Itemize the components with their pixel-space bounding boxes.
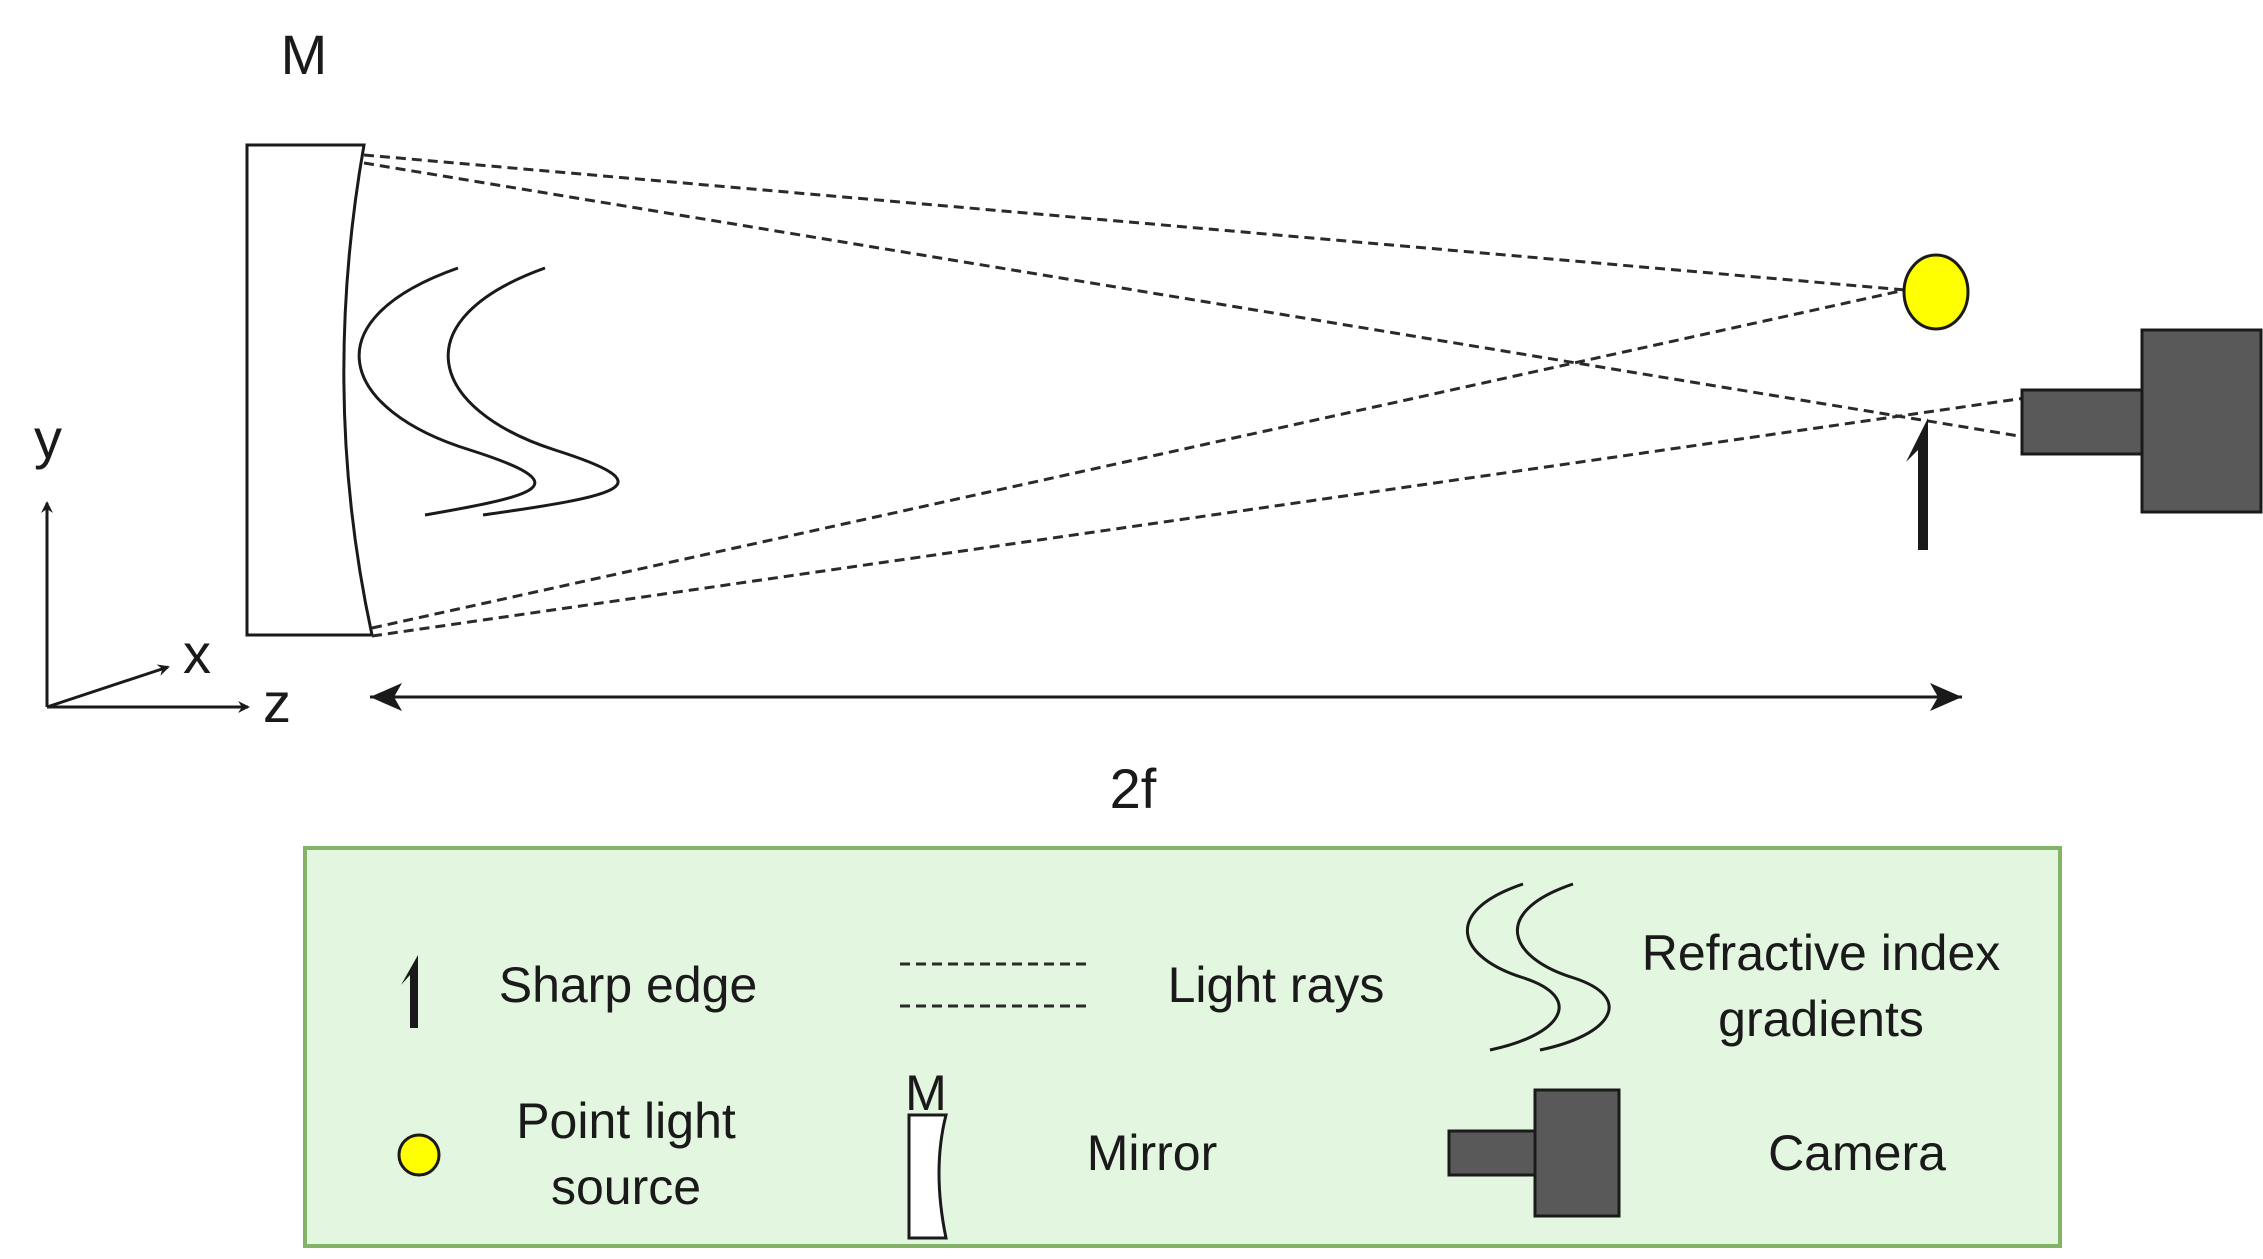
coordinate-axes: y x z [34, 407, 291, 734]
legend: Sharp edge Light rays Refractive index g… [303, 846, 2062, 1248]
legend-light-rays-label: Light rays [1168, 957, 1385, 1013]
sharp-edge [1906, 418, 1928, 550]
legend-gradients-label-line2: gradients [1718, 991, 1924, 1047]
legend-point-source-label-line1: Point light [516, 1093, 736, 1149]
legend-camera-label: Camera [1768, 1125, 1946, 1181]
light-ray [371, 288, 1906, 630]
x-axis-label: x [183, 622, 211, 685]
sharp-edge-icon [401, 955, 418, 1028]
focal-distance-dimension: 2f [370, 683, 1962, 820]
camera-lens [2020, 388, 2146, 456]
refractive-index-gradients-icon [1465, 882, 1611, 1052]
distance-label: 2f [1110, 757, 1157, 820]
mirror-icon-label: M [905, 1065, 947, 1121]
light-ray [363, 153, 1906, 292]
light-ray [363, 161, 2026, 439]
legend-box [303, 846, 2062, 1248]
refractive-index-gradients [357, 266, 620, 517]
point-light-source-icon [397, 1133, 441, 1177]
light-ray [371, 396, 2026, 638]
mirror-icon [907, 1113, 948, 1240]
camera-icon [1447, 1088, 1621, 1218]
legend-sharp-edge-label: Sharp edge [499, 957, 758, 1013]
legend-gradients-label-line1: Refractive index [1642, 925, 2001, 981]
y-axis-label: y [34, 407, 62, 470]
legend-mirror-label: Mirror [1087, 1125, 1218, 1181]
mirror-label: M [281, 23, 328, 86]
legend-point-source-label-line2: source [551, 1159, 701, 1215]
light-rays [363, 153, 2026, 638]
camera [2020, 328, 2263, 514]
light-rays-icon [900, 962, 1092, 1008]
point-light-source [1902, 253, 1970, 331]
camera-body [2140, 328, 2263, 514]
concave-mirror [245, 143, 374, 637]
z-axis-label: z [263, 671, 291, 734]
